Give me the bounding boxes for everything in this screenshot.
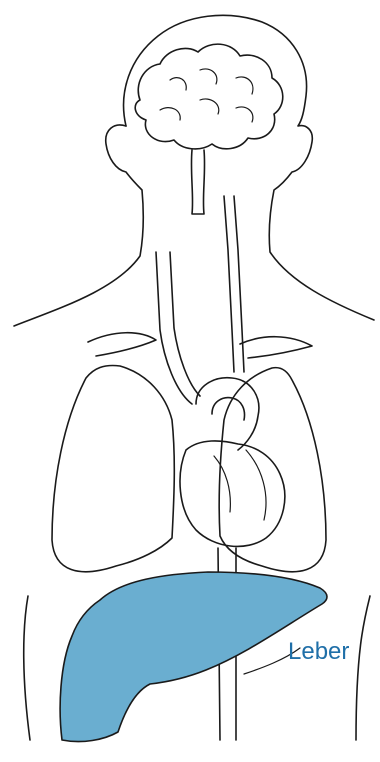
heart-icon: [180, 441, 285, 547]
esophagus: [224, 196, 244, 372]
lung-left: [52, 366, 174, 572]
heart-detail: [214, 450, 266, 520]
collarbone-left: [88, 333, 156, 356]
brain-icon: [135, 44, 283, 149]
collarbone-right: [240, 337, 312, 358]
brain-folds: [160, 69, 253, 122]
head-outline-left: [14, 125, 143, 326]
aorta: [196, 378, 259, 450]
liver-label: Leber: [288, 640, 349, 664]
brainstem: [191, 150, 204, 214]
torso-left-side: [24, 596, 30, 740]
trachea: [156, 252, 200, 404]
torso-right-side: [356, 596, 370, 740]
